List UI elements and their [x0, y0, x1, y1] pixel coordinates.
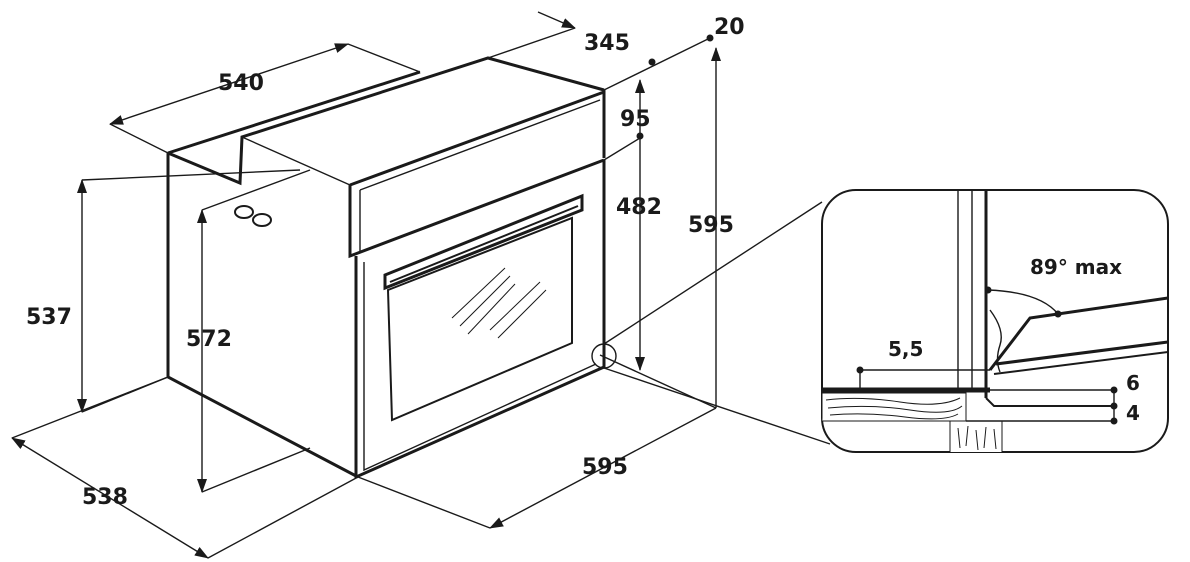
- dim-side-height: 537: [26, 305, 72, 330]
- detail-offset-label: 5,5: [888, 337, 923, 361]
- dim-front-height: 595: [688, 213, 734, 238]
- dim-front-width: 595: [582, 455, 628, 480]
- callout-line: [603, 201, 823, 345]
- oven-door: [354, 160, 606, 480]
- detail-thickness-a: 6: [1126, 371, 1140, 395]
- oven-handle: [383, 193, 584, 291]
- dimension-lines: 540 345 20 95 482 595 537 572 538 595: [11, 11, 745, 559]
- detail-thickness-b: 4: [1126, 401, 1140, 425]
- dim-panel-height: 95: [620, 107, 651, 132]
- dim-door-height: 482: [616, 195, 662, 220]
- vent-hole: [252, 213, 272, 227]
- oven-side-panel: [166, 153, 359, 479]
- oven-body: [166, 56, 617, 480]
- dim-bottom-depth: 538: [82, 485, 128, 510]
- detail-angle-label: 89° max: [1030, 255, 1122, 279]
- control-panel: [348, 90, 605, 259]
- open-door-edge: [988, 296, 1168, 371]
- oven-window: [386, 216, 573, 422]
- dim-top-depth: 540: [218, 71, 264, 96]
- dim-door-depth: 345: [584, 31, 630, 56]
- callout-line: [603, 367, 831, 445]
- vent-hole: [234, 205, 254, 219]
- dim-cavity-height: 572: [186, 327, 232, 352]
- dim-top-gap: 20: [714, 15, 745, 40]
- detail-inset: 89° max 5,5 6 4: [821, 189, 1169, 453]
